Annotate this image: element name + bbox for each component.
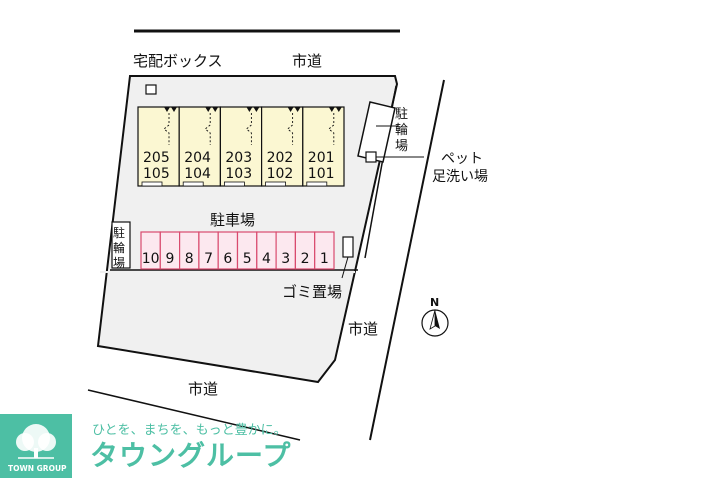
parking-space-number: 9 (165, 251, 174, 267)
parking-space-number: 6 (223, 251, 232, 267)
unit-lower-number: 103 (225, 166, 252, 182)
unit-notch (265, 181, 287, 187)
bicycle-parking-east (357, 101, 396, 163)
bicycle-west-char-1: 駐 (113, 225, 125, 240)
parking-space-number: 2 (301, 251, 310, 267)
apartment-unit (302, 106, 345, 187)
parking-space-number: 5 (243, 251, 252, 267)
apartment-unit (261, 106, 304, 187)
pet-wash-label-2: 足洗い場 (432, 169, 488, 185)
stair-path (245, 113, 252, 145)
garbage-area (342, 236, 354, 258)
entrance-marker (212, 107, 219, 112)
parking-space-number: 3 (281, 251, 290, 267)
unit-notch (182, 181, 204, 187)
entrance-marker (246, 107, 253, 112)
town-group-logo: TOWN GROUP ひとを、まちを、もっと豊かに。 タウングループ (0, 414, 291, 478)
garbage-leader (341, 256, 349, 279)
unit-lower-number: 102 (267, 166, 294, 182)
pet-wash-label-1: ペット (441, 151, 483, 167)
unit-notch (306, 181, 328, 187)
parking-space-number: 7 (204, 251, 213, 267)
parking-space-number: 1 (320, 251, 329, 267)
entrance-marker (205, 107, 212, 112)
apartment-unit (219, 106, 263, 187)
logo-tree-trunk (34, 448, 38, 458)
unit-upper-number: 201 (308, 150, 335, 166)
parking-space-number: 10 (142, 251, 160, 267)
compass-needle-south (429, 309, 436, 330)
entrance-marker (164, 107, 170, 112)
unit-upper-number: 202 (267, 150, 294, 166)
unit-upper-number: 205 (143, 150, 170, 166)
bicycle-west-char-2: 輪 (113, 240, 125, 255)
bicycle-west-char-3: 場 (113, 256, 125, 270)
parking-space-number: 8 (185, 251, 194, 267)
garbage-label: ゴミ置場 (282, 283, 342, 301)
compass: N (421, 296, 449, 337)
bicycle-parking-west (111, 221, 131, 269)
bicycle-east-char-3: 場 (395, 139, 408, 154)
east-road-label: 市道 (348, 320, 378, 338)
logo-tagline: ひとを、まちを、もっと豊かに。 (92, 423, 287, 438)
compass-needle-north (435, 310, 440, 329)
entrance-marker (335, 107, 342, 112)
stair-path (328, 113, 335, 145)
east-road-line-outer (369, 79, 445, 441)
bicycle-east-char-2: 輪 (395, 122, 408, 138)
parking-space (314, 231, 335, 270)
bicycle-east-char-1: 駐 (395, 107, 408, 122)
unit-notch (223, 181, 245, 187)
stair-path (286, 113, 294, 145)
unit-upper-number: 204 (184, 150, 211, 166)
lower-lot-area (100, 271, 355, 273)
stair-path (163, 113, 170, 145)
parking-space-number: 4 (262, 251, 271, 267)
entrance-marker (287, 107, 294, 112)
south-road-line-1 (87, 389, 301, 441)
logo-tree-icon-left (16, 433, 34, 451)
unit-upper-number: 203 (225, 150, 252, 166)
unit-lower-number: 105 (143, 166, 170, 182)
parking-area-label: 駐車場 (210, 211, 255, 229)
entrance-marker (171, 107, 177, 112)
logo-tree-icon-right (38, 433, 56, 451)
entrance-marker (294, 107, 301, 112)
north-road-label: 市道 (292, 52, 322, 70)
logo-mark-text: TOWN GROUP (8, 464, 67, 473)
compass-label: N (430, 296, 439, 309)
delivery-box-icon (145, 84, 157, 95)
unit-lower-number: 104 (184, 166, 211, 182)
pet-wash-icon (365, 151, 377, 163)
unit-lower-number: 101 (308, 166, 335, 182)
unit-notch (141, 181, 163, 187)
stair-path (204, 113, 211, 145)
south-road-label: 市道 (188, 380, 218, 398)
entrance-marker (328, 107, 335, 112)
entrance-marker (253, 107, 260, 112)
logo-brand: タウングループ (90, 439, 291, 472)
delivery-box-label: 宅配ボックス (133, 52, 223, 70)
